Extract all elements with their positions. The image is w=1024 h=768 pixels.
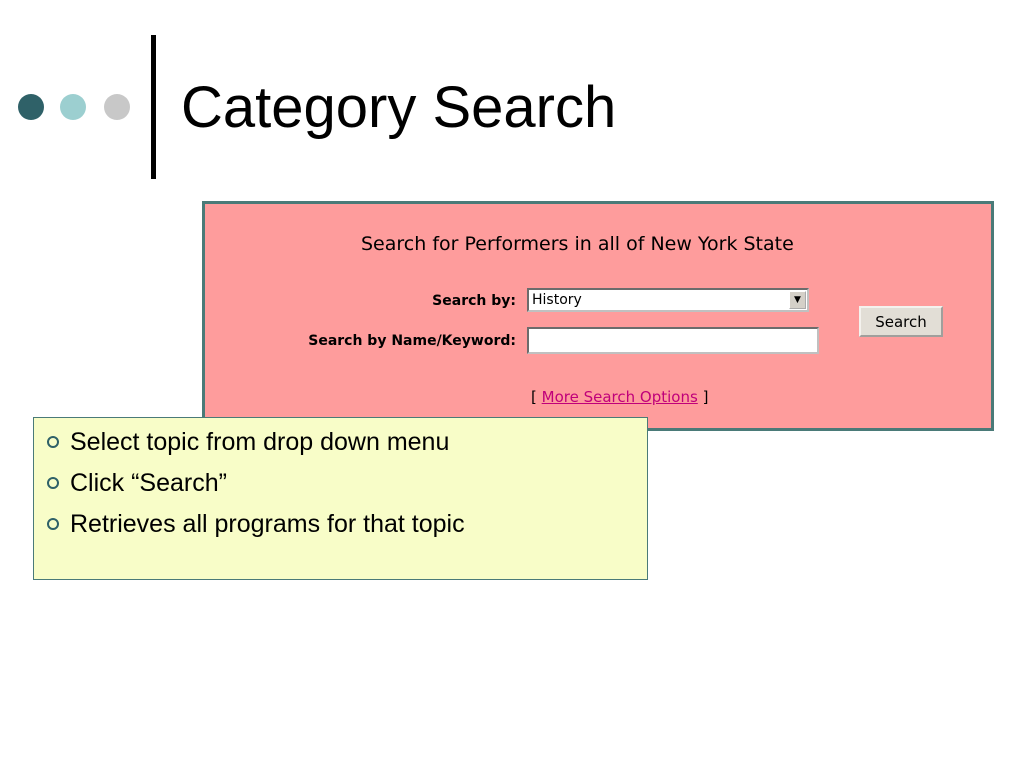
bullet-icon	[47, 518, 59, 530]
decorative-dot-grey	[104, 94, 130, 120]
search-panel: Search for Performers in all of New York…	[202, 201, 994, 431]
search-by-select[interactable]: History ▼	[527, 288, 809, 312]
close-bracket: ]	[702, 388, 709, 406]
decorative-dot-dark	[18, 94, 44, 120]
title-divider	[151, 35, 156, 179]
instructions-box: Select topic from drop down menu Click “…	[33, 417, 648, 580]
keyword-label: Search by Name/Keyword:	[308, 333, 516, 349]
list-item-text: Click “Search”	[70, 469, 227, 497]
instructions-list: Select topic from drop down menu Click “…	[34, 418, 647, 549]
bullet-icon	[47, 477, 59, 489]
search-button[interactable]: Search	[859, 306, 943, 337]
list-item-text: Select topic from drop down menu	[70, 428, 450, 456]
more-options-line: [ More Search Options ]	[531, 388, 708, 406]
chevron-down-icon[interactable]: ▼	[789, 291, 806, 309]
search-by-selected-value: History	[532, 292, 582, 308]
list-item: Retrieves all programs for that topic	[34, 508, 647, 549]
open-bracket: [	[531, 388, 537, 406]
list-item-text: Retrieves all programs for that topic	[70, 510, 465, 538]
keyword-input[interactable]	[527, 327, 819, 354]
panel-heading: Search for Performers in all of New York…	[361, 233, 794, 255]
more-search-options-link[interactable]: More Search Options	[541, 388, 698, 406]
list-item: Click “Search”	[34, 467, 647, 508]
slide-title: Category Search	[181, 75, 617, 140]
list-item: Select topic from drop down menu	[34, 426, 647, 467]
decorative-dot-light	[60, 94, 86, 120]
search-by-label: Search by:	[432, 293, 516, 309]
bullet-icon	[47, 436, 59, 448]
